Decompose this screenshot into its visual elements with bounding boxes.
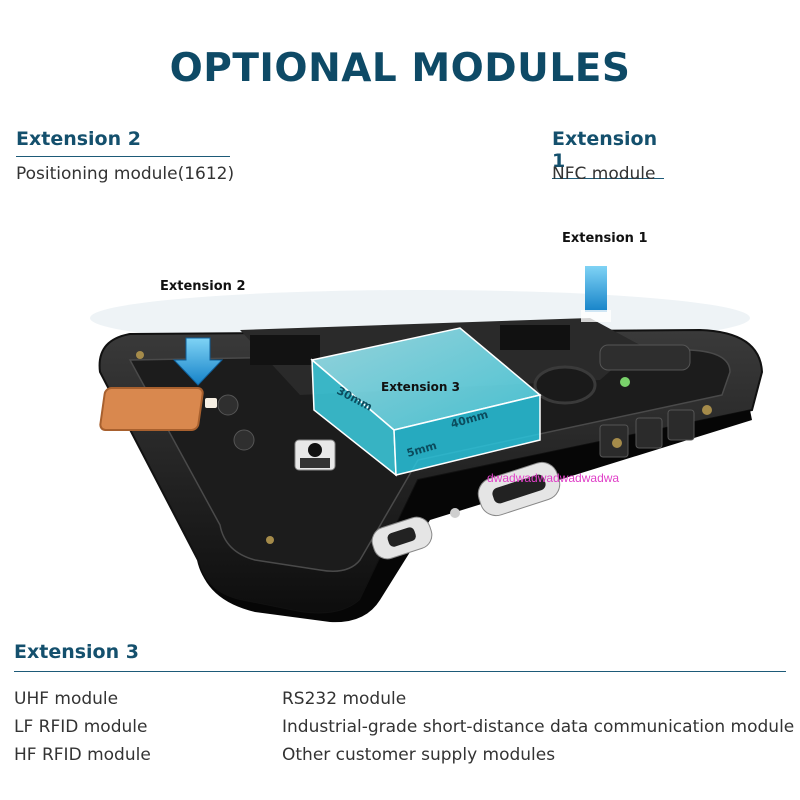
list-item: LF RFID module xyxy=(14,717,148,737)
tablet-bottom-edge xyxy=(198,410,752,623)
screw-hole xyxy=(233,429,255,451)
chip xyxy=(250,335,320,365)
extension-1-heading: Extension 1 xyxy=(552,128,664,179)
watermark-text: dwadwadwadwadwadwa xyxy=(487,471,619,485)
side-button xyxy=(635,417,663,449)
tablet-inner-tray xyxy=(128,349,731,572)
extension-1-arrow xyxy=(585,266,607,312)
camera-lens xyxy=(308,443,322,457)
mic-hole xyxy=(450,508,460,518)
extension-2-heading: Extension 2 xyxy=(16,128,230,157)
screw xyxy=(136,351,144,359)
extension-2-arrow xyxy=(172,337,224,386)
usb-port-inner xyxy=(387,527,416,547)
extension-3-module-cube xyxy=(310,327,542,477)
list-item: RS232 module xyxy=(282,689,407,709)
list-item: HF RFID module xyxy=(14,745,151,765)
extension-2-description: Positioning module(1612) xyxy=(16,164,235,184)
pogo-port-inner xyxy=(492,474,546,504)
list-item: UHF module xyxy=(14,689,119,709)
extension-3-heading: Extension 3 xyxy=(14,641,786,672)
nfc-coil xyxy=(533,365,597,405)
green-led xyxy=(620,377,630,387)
extension-3-right-list: RS232 module Industrial-grade short-dist… xyxy=(282,688,794,772)
extension-3-image-label: Extension 3 xyxy=(381,380,460,394)
tablet-device-illustration: 30mm 40mm 5mm Extension 3 dwadwadwadwadw… xyxy=(90,266,764,623)
list-item: Other customer supply modules xyxy=(282,745,556,765)
screw-hole xyxy=(217,394,239,416)
screw xyxy=(702,405,712,415)
side-button xyxy=(667,409,695,441)
list-item: Industrial-grade short-distance data com… xyxy=(282,717,795,737)
screw xyxy=(612,438,622,448)
connector-slot xyxy=(599,344,691,371)
extension-2-image-label: Extension 2 xyxy=(160,279,246,294)
chip xyxy=(500,325,570,350)
extension-3-left-list: UHF module LF RFID module HF RFID module xyxy=(14,688,151,772)
page-title: OPTIONAL MODULES xyxy=(169,46,631,91)
gps-module xyxy=(99,387,204,431)
extension-1-glow xyxy=(581,310,611,322)
screw xyxy=(266,536,274,544)
extension-1-image-label: Extension 1 xyxy=(562,231,648,246)
camera-label xyxy=(300,458,330,468)
gps-pin xyxy=(205,398,217,408)
extension-1-description: NFC module xyxy=(552,164,656,184)
